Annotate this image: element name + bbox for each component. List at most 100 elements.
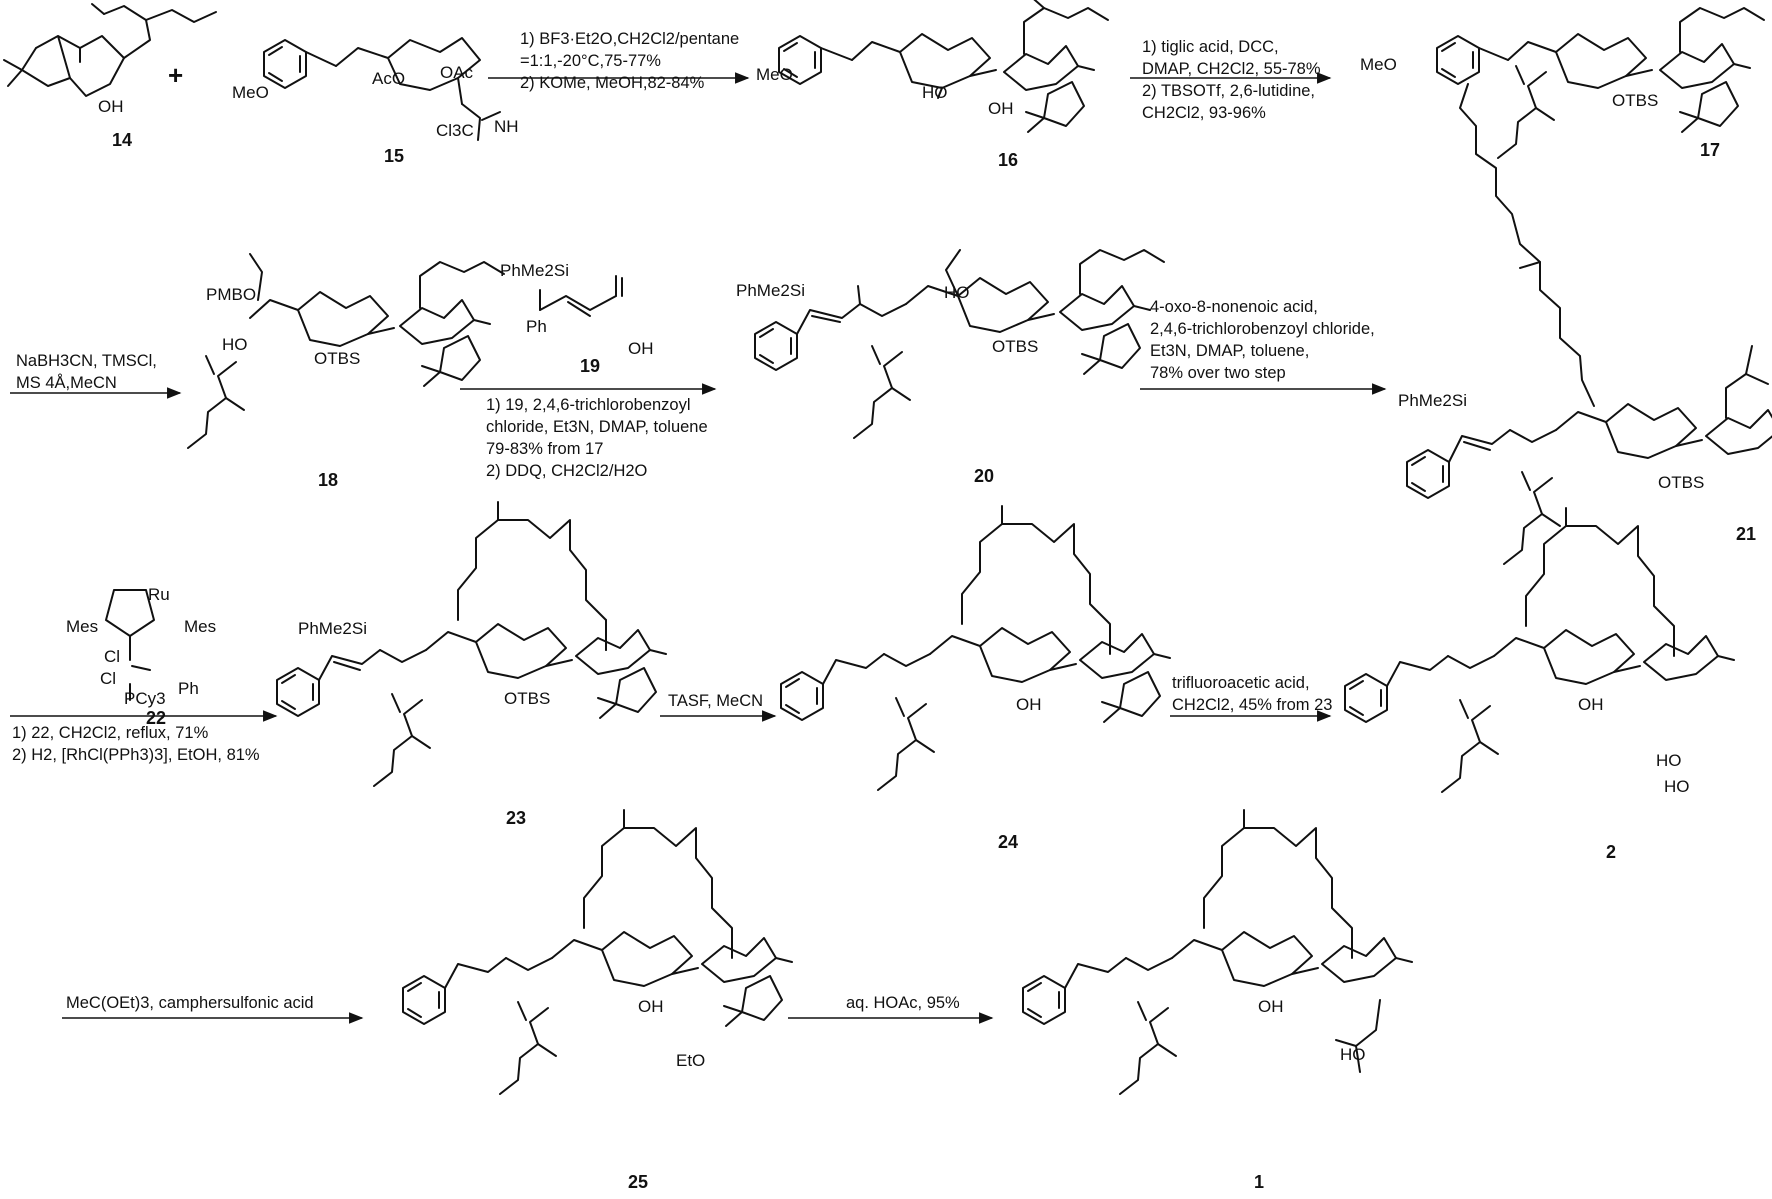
- label-pmbo-18: PMBO: [206, 285, 257, 304]
- structure-22: [105, 589, 155, 701]
- label-ho-lower-2: HO: [1664, 777, 1690, 796]
- conditions-step-4-line-3: 79-83% from 17: [486, 440, 604, 458]
- conditions-step-7-line-1: TASF, MeCN: [668, 692, 764, 710]
- label-oh-24: OH: [1016, 695, 1042, 714]
- conditions-step-5-line-4: 78% over two step: [1150, 364, 1286, 382]
- label-cl3c-15: Cl3C: [436, 121, 474, 140]
- label-oac-15: OAc: [440, 63, 474, 82]
- label-otbs-20: OTBS: [992, 337, 1039, 356]
- label-meo-16: MeO: [756, 65, 793, 84]
- conditions-step-10: aq. HOAc, 95%: [846, 992, 960, 1014]
- label-ho-20: HO: [944, 283, 970, 302]
- conditions-step-1-line-2: =1:1,-20°C,75-77%: [520, 52, 661, 70]
- conditions-step-5-line-1: 4-oxo-8-nonenoic acid,: [1150, 298, 1318, 316]
- label-pcy3-22: PCy3: [124, 689, 166, 708]
- structure-14: [3, 3, 217, 97]
- label-eto-25: EtO: [676, 1051, 706, 1070]
- label-cl-upper-22: Cl: [104, 647, 121, 666]
- compound-number-22: 22: [146, 708, 167, 728]
- conditions-step-2-line-2: DMAP, CH2Cl2, 55-78%: [1142, 60, 1321, 78]
- compound-number-23: 23: [506, 808, 527, 828]
- label-otbs-23: OTBS: [504, 689, 551, 708]
- label-ho-1: HO: [1340, 1045, 1366, 1064]
- compound-number-16: 16: [998, 150, 1019, 170]
- label-oh-25: OH: [638, 997, 664, 1016]
- conditions-step-2-line-4: CH2Cl2, 93-96%: [1142, 104, 1266, 122]
- conditions-step-1-line-1: 1) BF3·Et2O,CH2Cl2/pentane: [520, 30, 740, 48]
- conditions-step-8-line-1: trifluoroacetic acid,: [1172, 674, 1310, 692]
- label-ph-22: Ph: [178, 679, 199, 698]
- structure-2: [1344, 507, 1735, 793]
- structure-24: [780, 505, 1171, 791]
- label-oh-1: OH: [1258, 997, 1284, 1016]
- conditions-step-9: MeC(OEt)3, camphersulfonic acid: [66, 992, 314, 1014]
- conditions-step-8: trifluoroacetic acid, CH2Cl2, 45% from 2…: [1172, 672, 1332, 716]
- label-oh-16: OH: [988, 99, 1014, 118]
- compound-number-14: 14: [112, 130, 133, 150]
- compound-number-20: 20: [974, 466, 995, 486]
- conditions-step-7: TASF, MeCN: [668, 690, 763, 712]
- compound-number-17: 17: [1700, 140, 1721, 160]
- structure-1: [1022, 809, 1413, 1095]
- label-cl-lower-22: Cl: [100, 669, 117, 688]
- conditions-step-5: 4-oxo-8-nonenoic acid, 2,4,6-trichlorobe…: [1150, 296, 1375, 384]
- conditions-step-4: 1) 19, 2,4,6-trichlorobenzoyl chloride, …: [486, 394, 708, 482]
- label-meo-15: MeO: [232, 83, 269, 102]
- structure-15: [263, 37, 501, 141]
- conditions-step-3-line-1: NaBH3CN, TMSCl,: [16, 352, 157, 370]
- label-oh-14: OH: [98, 97, 124, 116]
- conditions-step-6-line-2: 2) H2, [RhCl(PPh3)3], EtOH, 81%: [12, 746, 260, 764]
- label-ho-16: HO: [922, 83, 948, 102]
- conditions-step-9-line-1: MeC(OEt)3, camphersulfonic acid: [66, 994, 314, 1012]
- compound-number-15: 15: [384, 146, 405, 166]
- label-meo-17: MeO: [1360, 55, 1397, 74]
- plus-sign: +: [168, 60, 184, 90]
- structure-19: [539, 275, 623, 317]
- compound-number-18: 18: [318, 470, 339, 490]
- conditions-step-5-line-2: 2,4,6-trichlorobenzoyl chloride,: [1150, 320, 1375, 338]
- label-mes-left-22: Mes: [66, 617, 99, 636]
- label-oh-19: OH: [628, 339, 654, 358]
- conditions-step-1-line-3: 2) KOMe, MeOH,82-84%: [520, 74, 705, 92]
- label-phme2si-23: PhMe2Si: [298, 619, 367, 638]
- conditions-step-4-line-4: 2) DDQ, CH2Cl2/H2O: [486, 462, 648, 480]
- conditions-step-8-line-2: CH2Cl2, 45% from 23: [1172, 696, 1333, 714]
- label-otbs-21: OTBS: [1658, 473, 1705, 492]
- structure-25: [402, 809, 793, 1095]
- conditions-step-6-line-1: 1) 22, CH2Cl2, reflux, 71%: [12, 724, 209, 742]
- structure-23: [276, 501, 667, 787]
- conditions-step-10-line-1: aq. HOAc, 95%: [846, 994, 960, 1012]
- label-ho-upper-2: HO: [1656, 751, 1682, 770]
- compound-number-24: 24: [998, 832, 1019, 852]
- conditions-step-4-line-2: chloride, Et3N, DMAP, toluene: [486, 418, 708, 436]
- conditions-step-6: 1) 22, CH2Cl2, reflux, 71% 2) H2, [RhCl(…: [12, 722, 260, 766]
- structure-20: [754, 249, 1165, 439]
- structure-17: [1436, 7, 1765, 159]
- label-phme2si-21: PhMe2Si: [1398, 391, 1467, 410]
- compound-number-25: 25: [628, 1172, 649, 1192]
- label-phme2si-19: PhMe2Si: [500, 261, 569, 280]
- compound-number-2: 2: [1606, 842, 1617, 862]
- structure-21: [1406, 83, 1772, 565]
- conditions-step-3-line-2: MS 4Å,MeCN: [16, 374, 117, 392]
- conditions-step-2-line-1: 1) tiglic acid, DCC,: [1142, 38, 1279, 56]
- label-phme2si-20: PhMe2Si: [736, 281, 805, 300]
- structure-16: [778, 0, 1109, 133]
- label-mes-right-22: Mes: [184, 617, 217, 636]
- label-otbs-18: OTBS: [314, 349, 361, 368]
- label-ru-22: Ru: [148, 585, 170, 604]
- compound-number-21: 21: [1736, 524, 1757, 544]
- compound-number-1: 1: [1254, 1172, 1265, 1192]
- compound-number-19: 19: [580, 356, 601, 376]
- label-ph-19: Ph: [526, 317, 547, 336]
- conditions-step-2-line-3: 2) TBSOTf, 2,6-lutidine,: [1142, 82, 1316, 100]
- label-otbs-17: OTBS: [1612, 91, 1659, 110]
- label-ho-18: HO: [222, 335, 248, 354]
- conditions-step-2: 1) tiglic acid, DCC, DMAP, CH2Cl2, 55-78…: [1142, 36, 1321, 124]
- conditions-step-4-line-1: 1) 19, 2,4,6-trichlorobenzoyl: [486, 396, 691, 414]
- label-aco-15: AcO: [372, 69, 406, 88]
- structure-18: [187, 253, 505, 449]
- label-nh-15: NH: [494, 117, 519, 136]
- conditions-step-1: 1) BF3·Et2O,CH2Cl2/pentane =1:1,-20°C,75…: [520, 28, 739, 94]
